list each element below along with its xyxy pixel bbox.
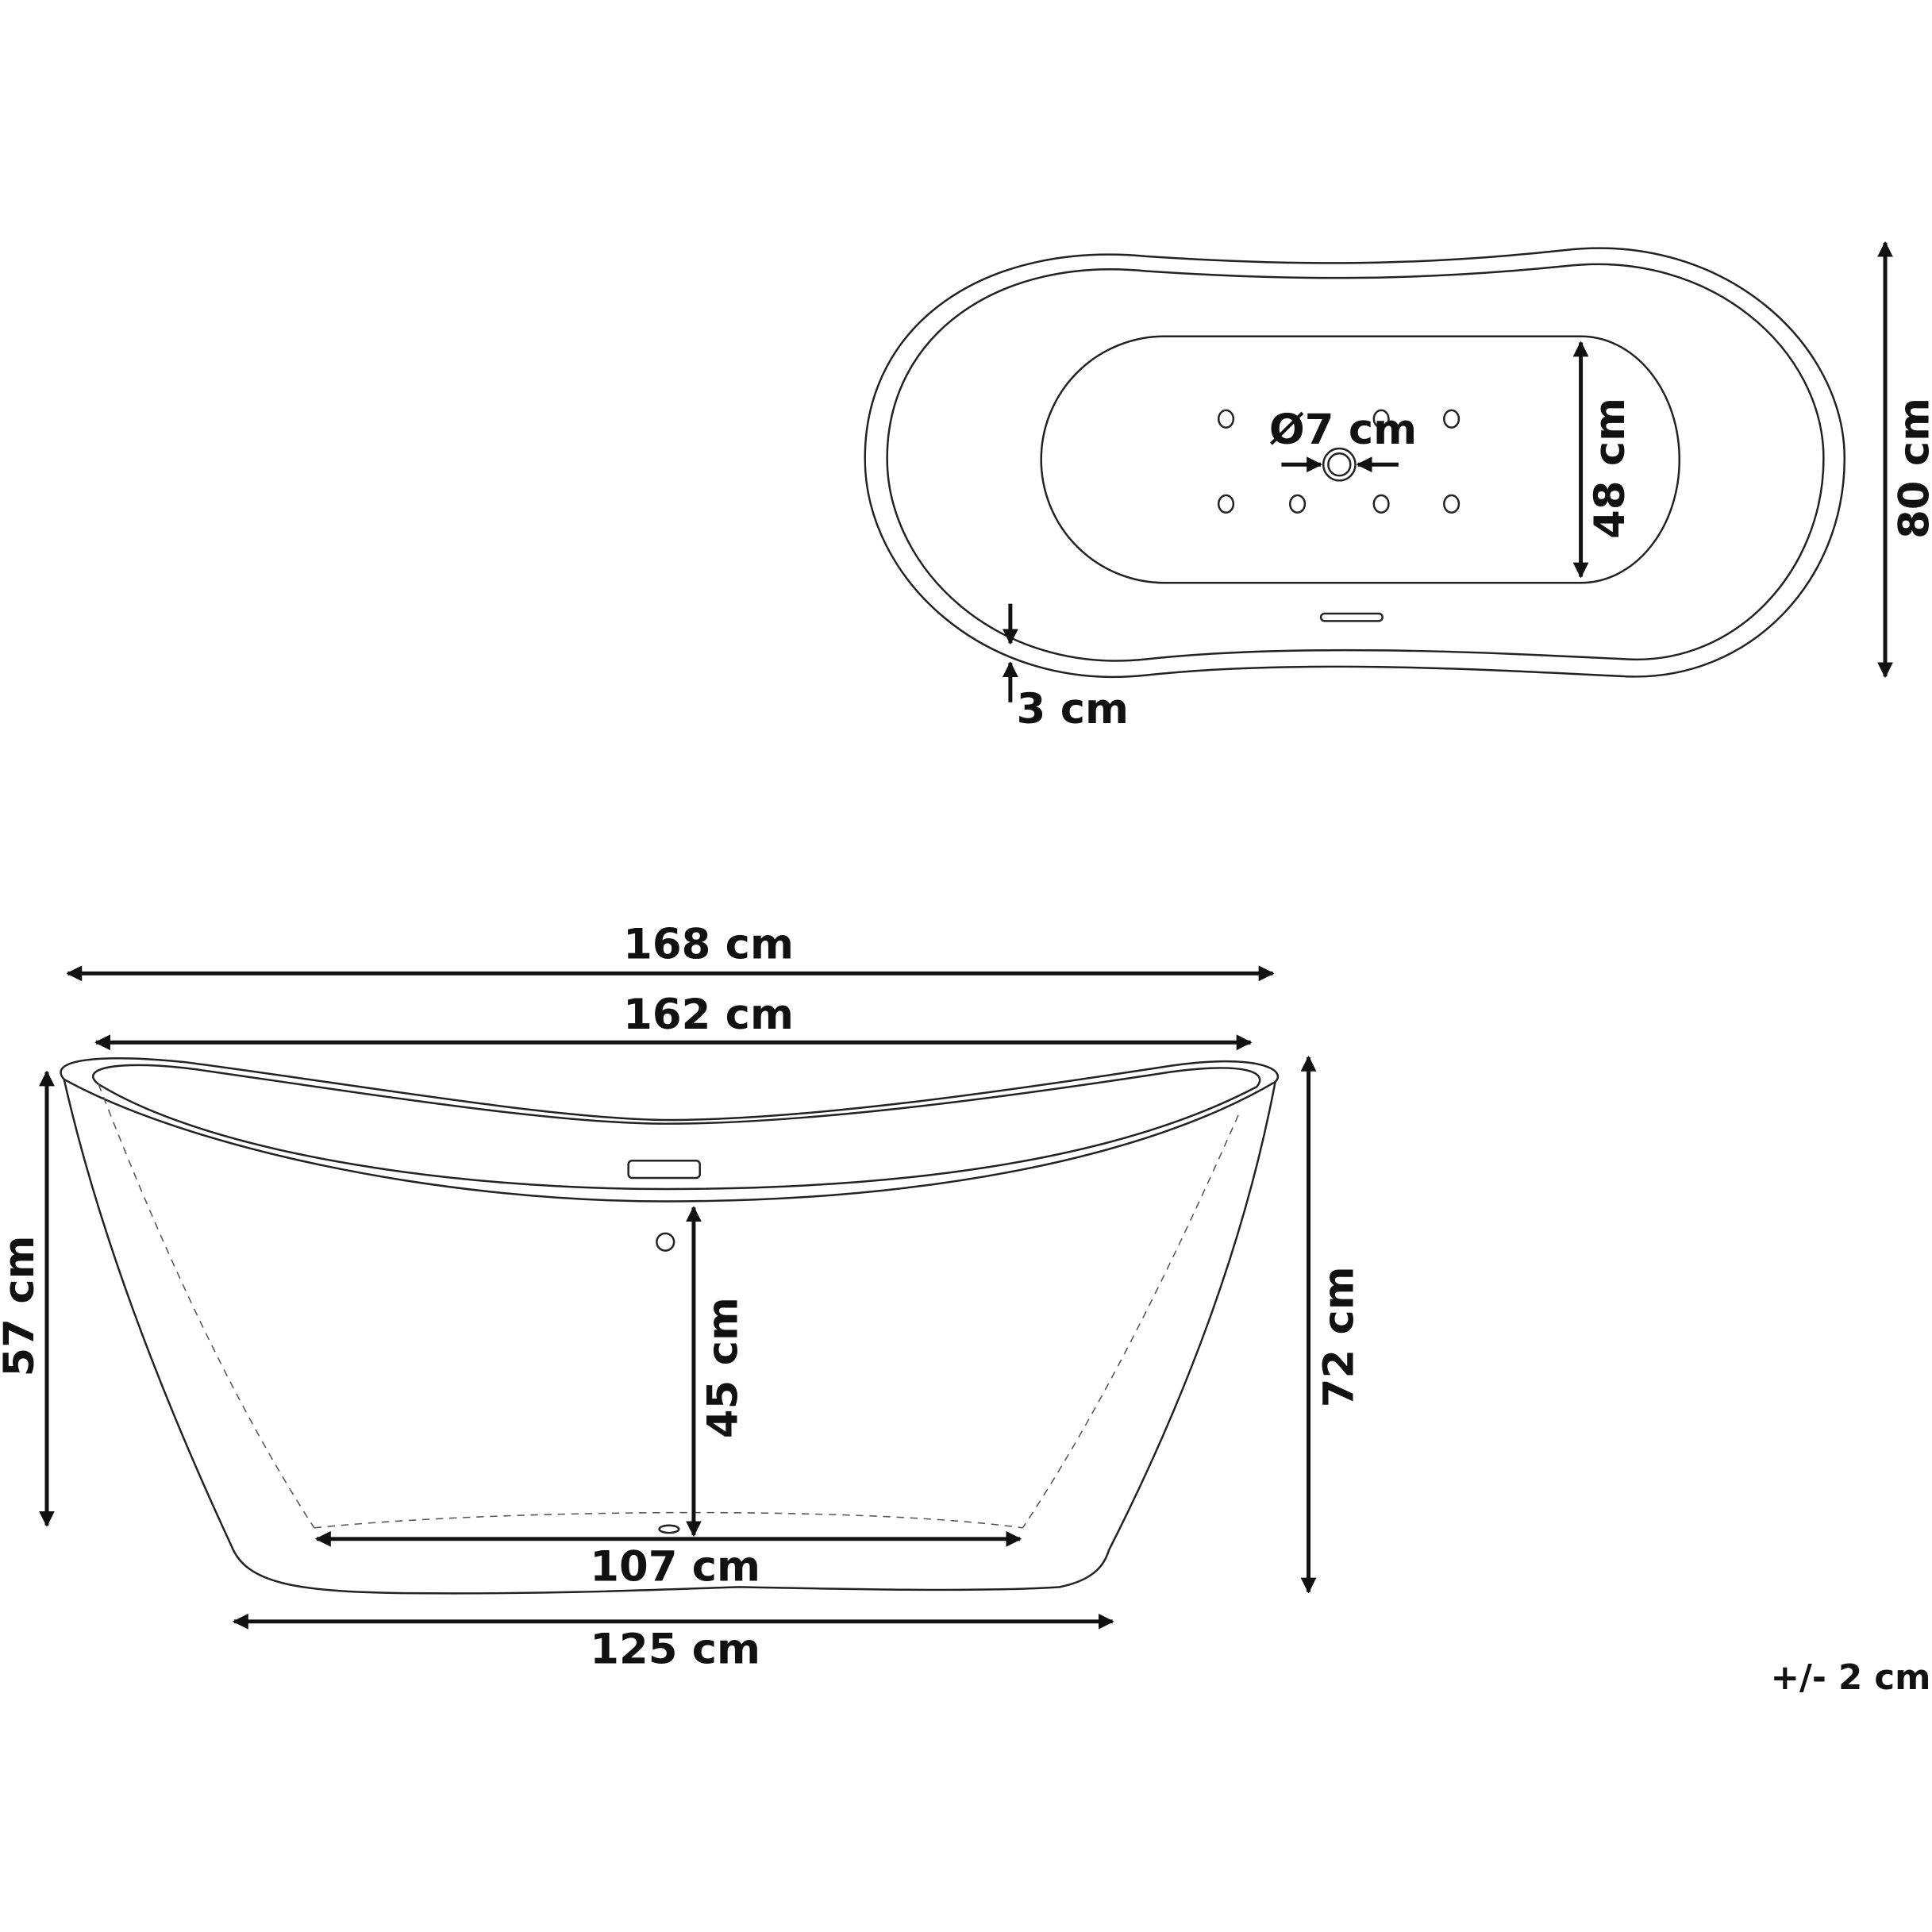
top-view: Ø7 cm 48 cm 80 cm 3 cm — [864, 241, 1932, 733]
total-length-label: 168 cm — [623, 921, 794, 969]
jet-holes — [1217, 409, 1461, 514]
jet-hole — [1372, 494, 1390, 514]
side-view: 168 cm 162 cm 45 cm 57 cm 72 cm 107 cm 1… — [0, 921, 1363, 1674]
overflow-hole — [656, 1232, 675, 1252]
tub-body-outline — [63, 1079, 1276, 1595]
basin-floor-outline — [1040, 335, 1680, 584]
jet-hole — [1217, 409, 1235, 429]
base-length-label: 125 cm — [590, 1626, 760, 1674]
tub-inner-outline — [886, 263, 1825, 662]
tolerance-label: +/- 2 cm — [1771, 1658, 1931, 1698]
jet-hole — [1217, 494, 1235, 514]
drain-outlet — [658, 1524, 680, 1534]
side-height-label: 57 cm — [0, 1235, 44, 1376]
hidden-basin-line — [1022, 1114, 1239, 1529]
inner-depth-label: 45 cm — [699, 1297, 747, 1438]
rim-length-label: 162 cm — [623, 991, 794, 1039]
jet-hole — [1443, 409, 1461, 429]
width-label: 80 cm — [1890, 398, 1932, 539]
hidden-basin-line — [98, 1083, 315, 1529]
drain — [1322, 447, 1357, 482]
jet-hole — [1289, 494, 1307, 514]
inner-width-label: 48 cm — [1586, 398, 1634, 539]
hidden-basin-floor — [314, 1511, 1023, 1529]
bottom-inner-label: 107 cm — [590, 1543, 760, 1591]
rim-front-edge — [64, 1078, 1276, 1203]
jet-hole — [1443, 494, 1461, 514]
rim-top-outline — [60, 1057, 1280, 1122]
rim-thickness-label: 3 cm — [1017, 685, 1129, 733]
drain-diameter-label: Ø7 cm — [1269, 406, 1417, 454]
tub-outer-outline — [864, 247, 1846, 678]
overflow-cover — [627, 1160, 701, 1180]
total-height-label: 72 cm — [1314, 1266, 1363, 1407]
overflow-slot — [1319, 612, 1384, 622]
rim-inner-outline — [92, 1064, 1261, 1191]
jet-hole — [1372, 409, 1390, 429]
